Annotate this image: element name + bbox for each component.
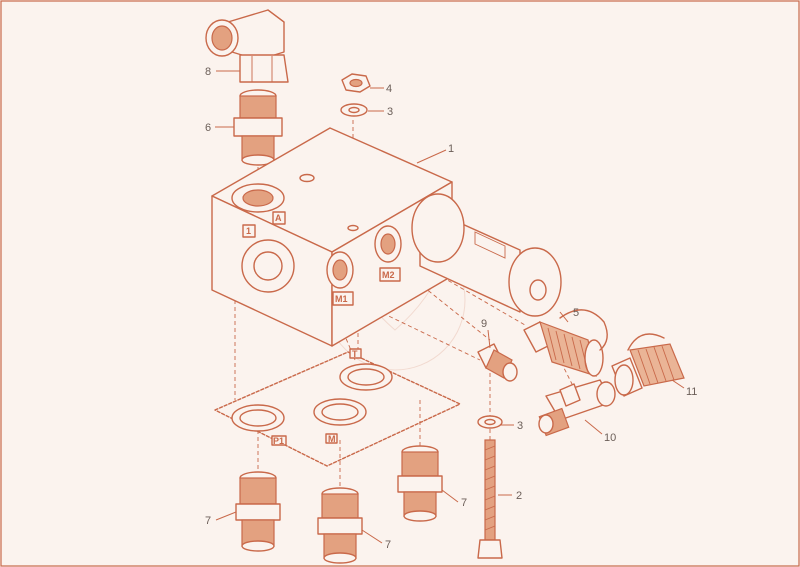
port-label-1-text: 1 [246, 226, 251, 236]
gasket-label-p: P1 [273, 436, 284, 446]
port-label-a-text: A [275, 213, 282, 223]
nipple-fitting-7a [235, 471, 281, 552]
cap-coupling-11 [611, 333, 685, 397]
callout-7-middle: 7 [385, 539, 391, 551]
washer-top [340, 103, 368, 117]
solenoid-cartridge [411, 193, 562, 317]
callout-6: 6 [205, 122, 211, 134]
leader-lines [215, 70, 685, 544]
port-label-m1: M1 [332, 291, 354, 306]
elbow-fitting [205, 9, 289, 83]
adapter-fitting-9 [477, 343, 518, 382]
gasket-plate: T P1 M [214, 348, 461, 467]
washer-bottom [477, 415, 503, 429]
callout-7-right: 7 [461, 497, 467, 509]
callout-3-bottom: 3 [517, 420, 523, 432]
nipple-fitting-7c [397, 445, 443, 522]
callout-3-top: 3 [387, 106, 393, 118]
bolt [477, 439, 503, 559]
port-label-m1-text: M1 [335, 294, 348, 304]
nipple-fitting-7b [317, 487, 363, 564]
callout-7-left: 7 [205, 515, 211, 527]
port-label-m2-text: M2 [382, 270, 395, 280]
callout-4: 4 [386, 83, 392, 95]
callout-8: 8 [205, 66, 211, 78]
lock-nut [341, 73, 371, 93]
callout-2: 2 [516, 490, 522, 502]
port-label-1: 1 [242, 224, 256, 238]
callout-10: 10 [604, 432, 616, 444]
nipple-fitting-top [233, 89, 283, 166]
tee-fitting-10 [538, 379, 616, 437]
port-label-a: A [272, 211, 286, 225]
test-coupling-5 [523, 309, 608, 377]
callout-labels: 1 2 3 3 4 5 6 7 7 7 8 9 10 11 [205, 66, 697, 551]
callout-5: 5 [573, 307, 579, 319]
callout-9: 9 [481, 318, 487, 330]
callout-11: 11 [686, 386, 697, 398]
callout-1: 1 [448, 143, 454, 155]
port-label-m2: M2 [379, 267, 401, 282]
gasket-label-m: M [328, 434, 336, 444]
gasket-label-t: T [352, 349, 358, 359]
